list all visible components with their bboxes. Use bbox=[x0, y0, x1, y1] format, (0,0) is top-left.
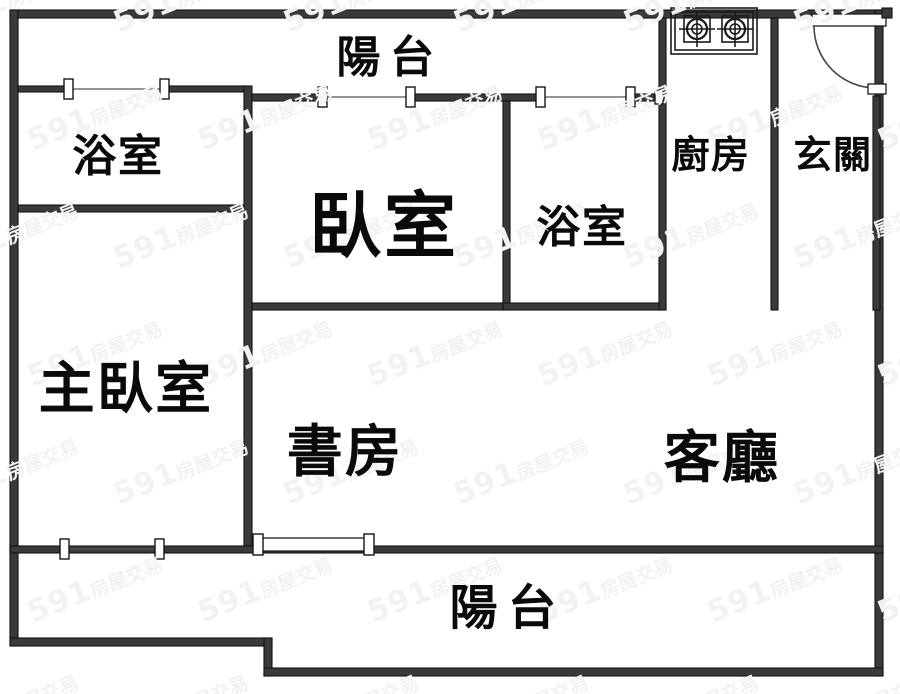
wall-balcony-top-b bbox=[411, 93, 541, 102]
wall-balcony-top-a bbox=[251, 93, 323, 102]
wall-bath-left-top-b bbox=[165, 85, 247, 93]
wall-balcony-top-divider bbox=[9, 545, 884, 554]
wall-vertical-center bbox=[243, 85, 253, 547]
gas-stove bbox=[670, 7, 758, 55]
opening-kitchen-wall bbox=[654, 89, 664, 105]
window-balcony-b bbox=[535, 86, 636, 108]
entry-door bbox=[811, 7, 893, 95]
wall-bedroom-bath-divider bbox=[502, 100, 511, 311]
wall-balcony-bottom-left bbox=[9, 637, 273, 647]
window-balcony-a bbox=[317, 86, 416, 108]
wall-bath-mid-bottom bbox=[502, 302, 667, 311]
stove-burner-right bbox=[717, 11, 753, 47]
wall-balcony-bottom-right bbox=[263, 667, 884, 677]
window-bathroom-left bbox=[63, 78, 170, 100]
wall-bath-left-top-a bbox=[17, 85, 69, 93]
wall-entrance-inner-right bbox=[872, 95, 881, 311]
stove-burner-left bbox=[679, 11, 715, 47]
window-master-bedroom bbox=[59, 538, 165, 560]
wall-outer-left bbox=[9, 9, 19, 551]
wall-kitchen-left bbox=[658, 17, 667, 311]
wall-kitchen-entrance-divider bbox=[770, 17, 779, 311]
wall-balcony-left bbox=[9, 545, 19, 647]
sliding-door-study bbox=[252, 533, 375, 556]
wall-bath-left-bottom bbox=[17, 204, 247, 213]
wall-bedroom-bottom bbox=[251, 302, 504, 311]
